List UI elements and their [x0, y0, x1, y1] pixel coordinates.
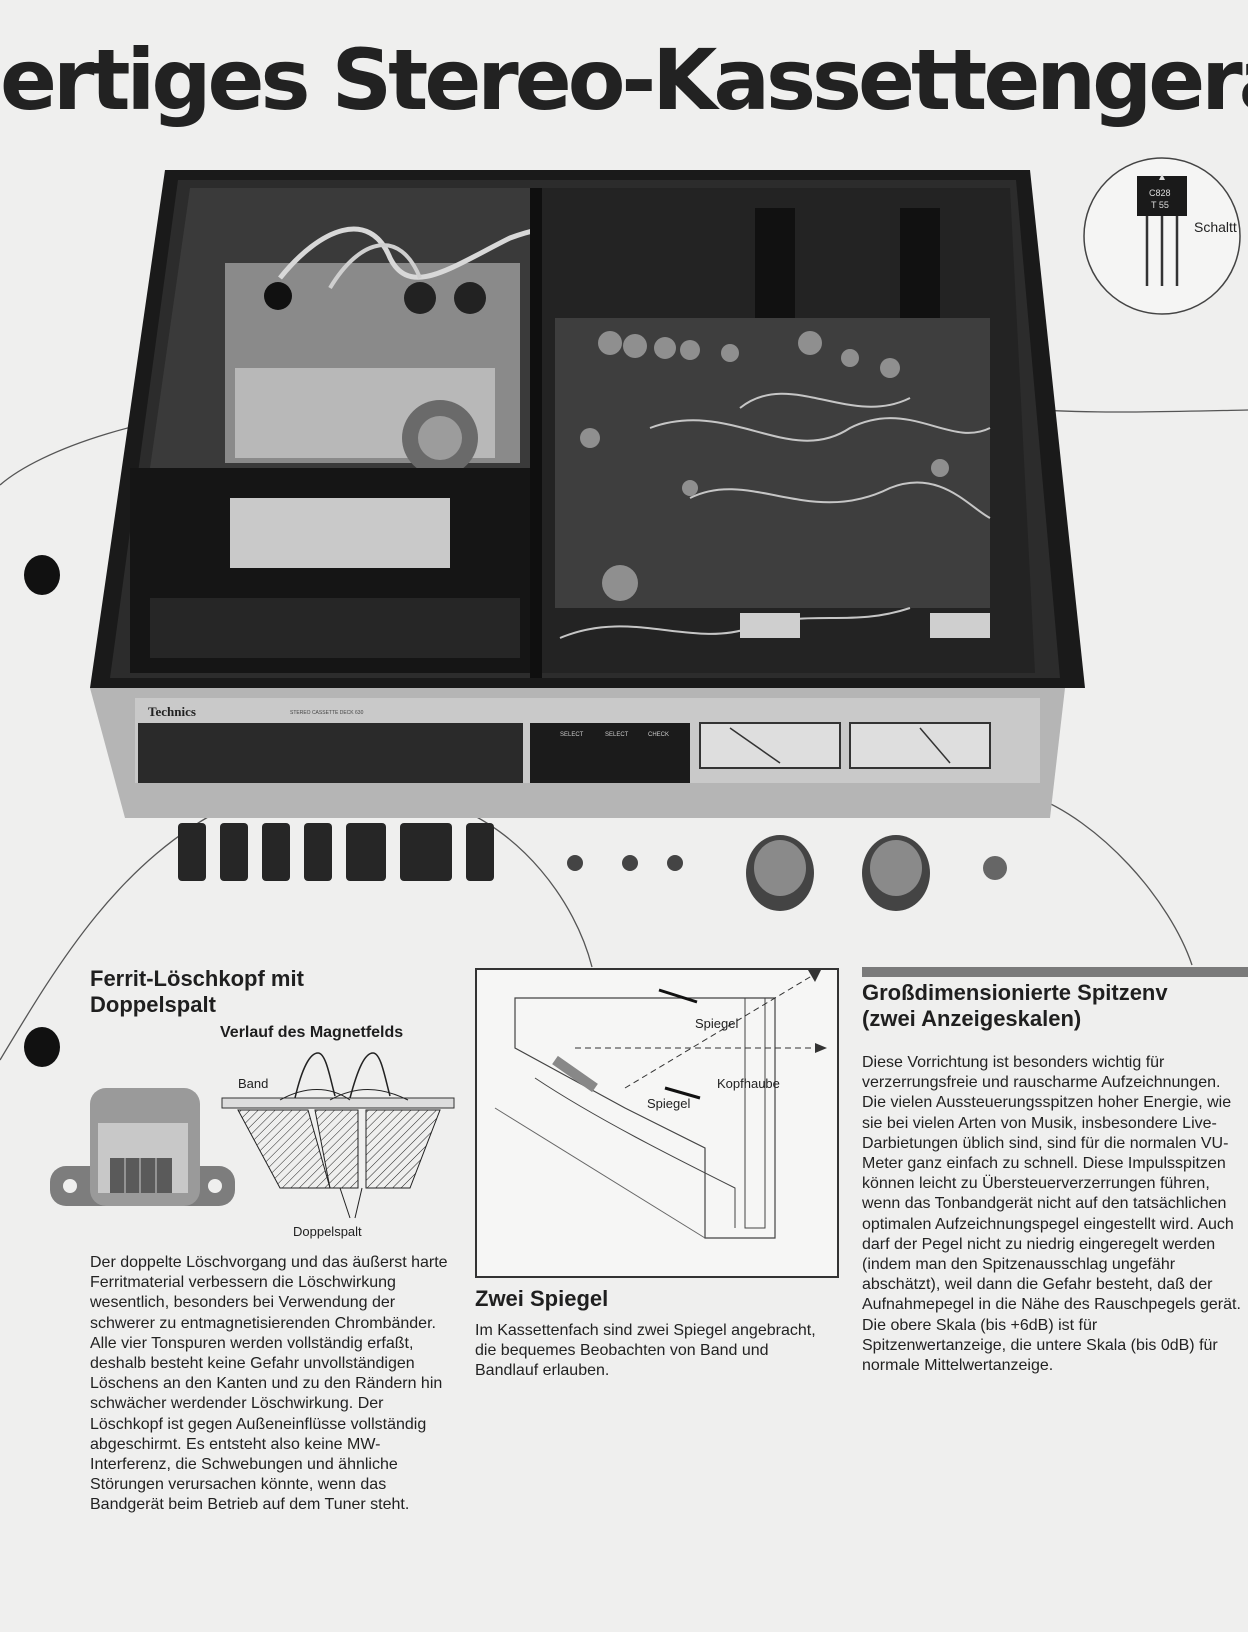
transistor-callout: Schaltt — [1194, 219, 1237, 235]
headline: ertiges Stereo-Kassettengerät mit h — [0, 31, 1248, 129]
brand-logo: Technics — [148, 704, 196, 719]
hole-punch — [24, 555, 60, 595]
spitzenwert-title: Großdimensionierte Spitzenv (zwei Anzeig… — [862, 980, 1248, 1032]
ferrit-title: Ferrit-Löschkopf mit Doppelspalt — [90, 966, 390, 1018]
spitzenwert-paragraph: Diese Vorrichtung ist besonders wichtig … — [862, 1054, 1241, 1375]
transistor-marking: C828 — [1149, 188, 1171, 198]
transistor-inset: C828 T 55 Schaltt — [1083, 157, 1241, 315]
magnetic-field-caption: Verlauf des Magnetfelds — [220, 1024, 404, 1041]
check-label: CHECK — [648, 732, 669, 738]
mirror-label-bottom: Spiegel — [647, 1096, 690, 1111]
head-cover-label: Kopfhaube — [717, 1076, 780, 1091]
ferrit-title-line: Doppelspalt — [90, 992, 216, 1017]
spitzenwert-title-line: (zwei Anzeigeskalen) — [862, 1006, 1082, 1031]
model-label: STEREO CASSETTE DECK 630 — [290, 710, 364, 716]
select-label-1: SELECT — [560, 732, 584, 738]
two-mirrors-diagram: Spiegel Kopfhaube Spiegel — [475, 968, 839, 1278]
ferrit-paragraph: Der doppelte Löschvorgang und das äußers… — [90, 1254, 448, 1514]
ferrit-title-line: Ferrit-Löschkopf mit — [90, 966, 304, 991]
double-gap-label: Doppelspalt — [293, 1224, 362, 1239]
cassette-deck-photo: Technics STEREO CASSETTE DECK 630 SELECT… — [90, 170, 1085, 911]
band-label: Band — [238, 1076, 268, 1091]
zwei-spiegel-paragraph: Im Kassettenfach sind zwei Spiegel angeb… — [475, 1322, 816, 1380]
zwei-spiegel-title: Zwei Spiegel — [475, 1286, 609, 1311]
ferrite-head-figure: Band Doppelspalt — [50, 1052, 455, 1239]
mirror-label-top: Spiegel — [695, 1016, 738, 1031]
select-label-2: SELECT — [605, 732, 629, 738]
spitzenwert-title-line: Großdimensionierte Spitzenv — [862, 980, 1168, 1005]
section-title-bar — [862, 967, 1248, 977]
hole-punch — [24, 1027, 60, 1067]
transistor-marking: T 55 — [1151, 200, 1169, 210]
